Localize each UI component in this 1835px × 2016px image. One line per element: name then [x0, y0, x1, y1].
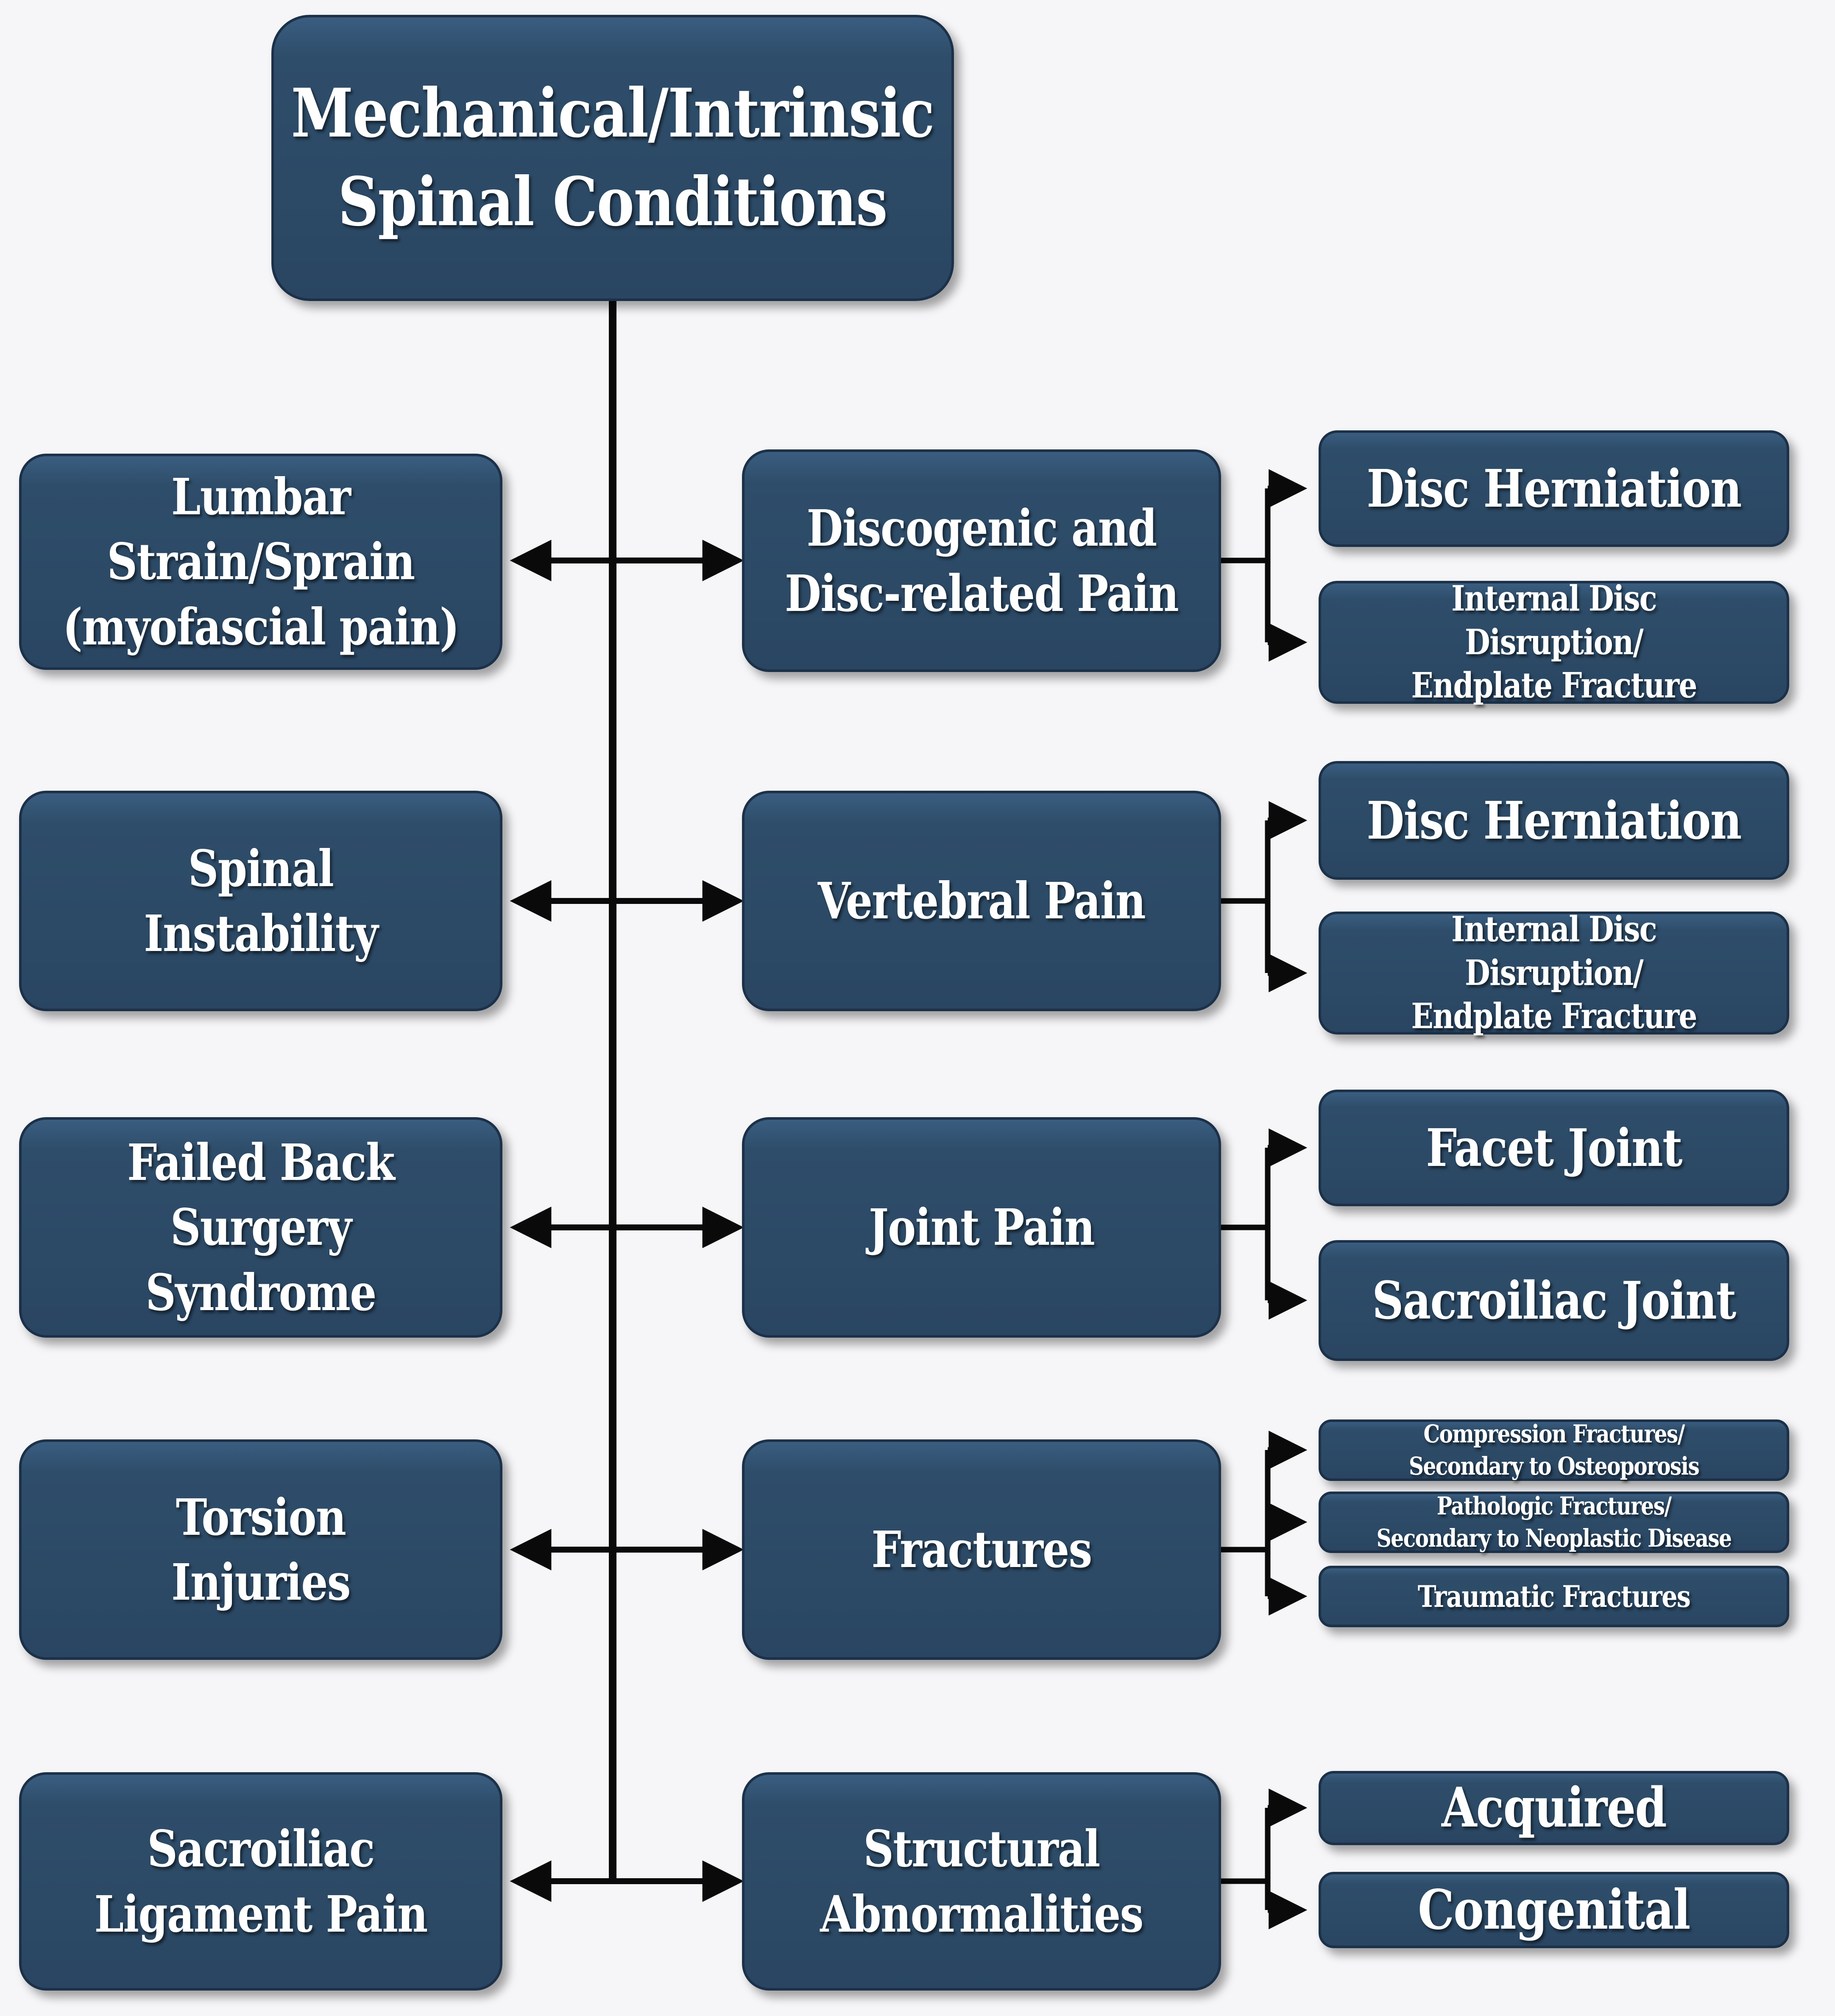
node-sacroiliac-joint: Sacroiliac Joint — [1319, 1240, 1789, 1361]
node-label: Traumatic Fractures — [1417, 1579, 1691, 1614]
node-sacroiliac-ligament-pain: Sacroiliac Ligament Pain — [19, 1772, 502, 1991]
node-label: Vertebral Pain — [817, 871, 1146, 931]
node-label: Internal Disc Disruption/ Endplate Fract… — [1411, 909, 1697, 1037]
node-label: Compression Fractures/ Secondary to Oste… — [1408, 1419, 1700, 1481]
node-label: Structural Abnormalities — [820, 1819, 1143, 1944]
node-label: Fractures — [871, 1520, 1092, 1579]
node-lumbar-strain-sprain: Lumbar Strain/Sprain (myofascial pain) — [19, 454, 502, 670]
node-compression-fractures: Compression Fractures/ Secondary to Oste… — [1319, 1419, 1789, 1481]
node-facet-joint: Facet Joint — [1319, 1090, 1789, 1206]
node-vertebral-pain: Vertebral Pain — [742, 791, 1221, 1011]
node-label: Spinal Instability — [144, 839, 378, 963]
node-label: Failed Back Surgery Syndrome — [127, 1132, 395, 1322]
node-label: Lumbar Strain/Sprain (myofascial pain) — [62, 467, 460, 656]
node-label: Disc Herniation — [1366, 789, 1742, 851]
node-label: Mechanical/Intrinsic Spinal Conditions — [291, 74, 935, 241]
node-failed-back-surgery-syndrome: Failed Back Surgery Syndrome — [19, 1117, 502, 1338]
node-pathologic-fractures: Pathologic Fractures/ Secondary to Neopl… — [1319, 1492, 1789, 1553]
node-discogenic-disc-related-pain: Discogenic and Disc-related Pain — [742, 449, 1221, 672]
node-label: Sacroiliac Ligament Pain — [94, 1819, 428, 1944]
node-traumatic-fractures: Traumatic Fractures — [1319, 1566, 1789, 1627]
node-congenital: Congenital — [1319, 1872, 1789, 1948]
node-acquired: Acquired — [1319, 1771, 1789, 1845]
node-disc-herniation-1: Disc Herniation — [1319, 430, 1789, 547]
node-internal-disc-disruption-1: Internal Disc Disruption/ Endplate Fract… — [1319, 578, 1789, 706]
node-label: Acquired — [1442, 1776, 1667, 1840]
node-internal-disc-disruption-2: Internal Disc Disruption/ Endplate Fract… — [1319, 909, 1789, 1037]
node-torsion-injuries: Torsion Injuries — [19, 1439, 502, 1660]
node-label: Pathologic Fractures/ Secondary to Neopl… — [1376, 1492, 1732, 1553]
node-label: Torsion Injuries — [171, 1487, 351, 1612]
node-label: Facet Joint — [1426, 1117, 1682, 1179]
node-disc-herniation-2: Disc Herniation — [1319, 761, 1789, 880]
node-structural-abnormalities: Structural Abnormalities — [742, 1772, 1221, 1991]
node-label: Discogenic and Disc-related Pain — [785, 499, 1179, 623]
node-label: Disc Herniation — [1366, 458, 1742, 519]
node-joint-pain: Joint Pain — [742, 1117, 1221, 1338]
node-label: Sacroiliac Joint — [1372, 1270, 1736, 1331]
node-label: Joint Pain — [868, 1198, 1095, 1257]
node-spinal-instability: Spinal Instability — [19, 791, 502, 1011]
node-fractures: Fractures — [742, 1439, 1221, 1660]
node-label: Internal Disc Disruption/ Endplate Fract… — [1411, 578, 1697, 706]
node-label: Congenital — [1418, 1878, 1690, 1942]
node-mechanical-intrinsic-spinal-conditions: Mechanical/Intrinsic Spinal Conditions — [271, 15, 954, 301]
